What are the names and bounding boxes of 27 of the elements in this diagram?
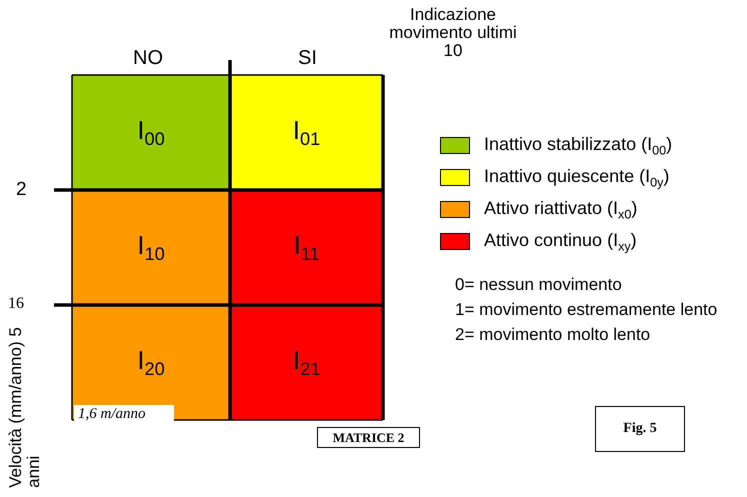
- tick-label: 2: [16, 180, 27, 200]
- column-header: SI: [298, 48, 317, 69]
- axis-title: Velocità (mm/anno) 5 anni: [7, 326, 43, 488]
- axis-title: Indicazione movimento ultimi 10: [388, 6, 518, 60]
- matrix-cell: [72, 190, 230, 305]
- matrix-cell: [72, 75, 230, 190]
- tick-label: 16: [8, 296, 24, 313]
- legend-label: Inattivo quiescente (I$_{0y}$): [484, 166, 670, 190]
- note: 0= nessun movimento: [455, 276, 622, 294]
- legend-label: Inattivo stabilizzato (I$_{00}$): [484, 134, 672, 158]
- column-header: NO: [133, 48, 163, 69]
- label-box: MATRICE 2: [317, 427, 420, 448]
- legend-label: Attivo continuo (I$_{xy}$): [484, 230, 637, 254]
- figure-caption: Fig. 5: [595, 406, 685, 452]
- matrix-cell: [72, 305, 230, 420]
- note: 1= movimento estremamente lento: [455, 301, 718, 319]
- cell-label: I$_{21}$: [292, 344, 320, 380]
- legend-label: Attivo riattivato (I$_{x0}$): [484, 198, 638, 222]
- cell-label: I$_{01}$: [292, 114, 320, 150]
- cell-label: I$_{20}$: [137, 344, 165, 380]
- cell-label: I$_{11}$: [293, 230, 320, 266]
- matrix-cell: [230, 305, 383, 420]
- cell-label: I$_{10}$: [137, 230, 165, 266]
- note: 2= movimento molto lento: [455, 326, 650, 344]
- matrix-cell: [230, 190, 383, 305]
- cell-label: I$_{00}$: [137, 114, 165, 150]
- matrix-cell: [230, 75, 383, 190]
